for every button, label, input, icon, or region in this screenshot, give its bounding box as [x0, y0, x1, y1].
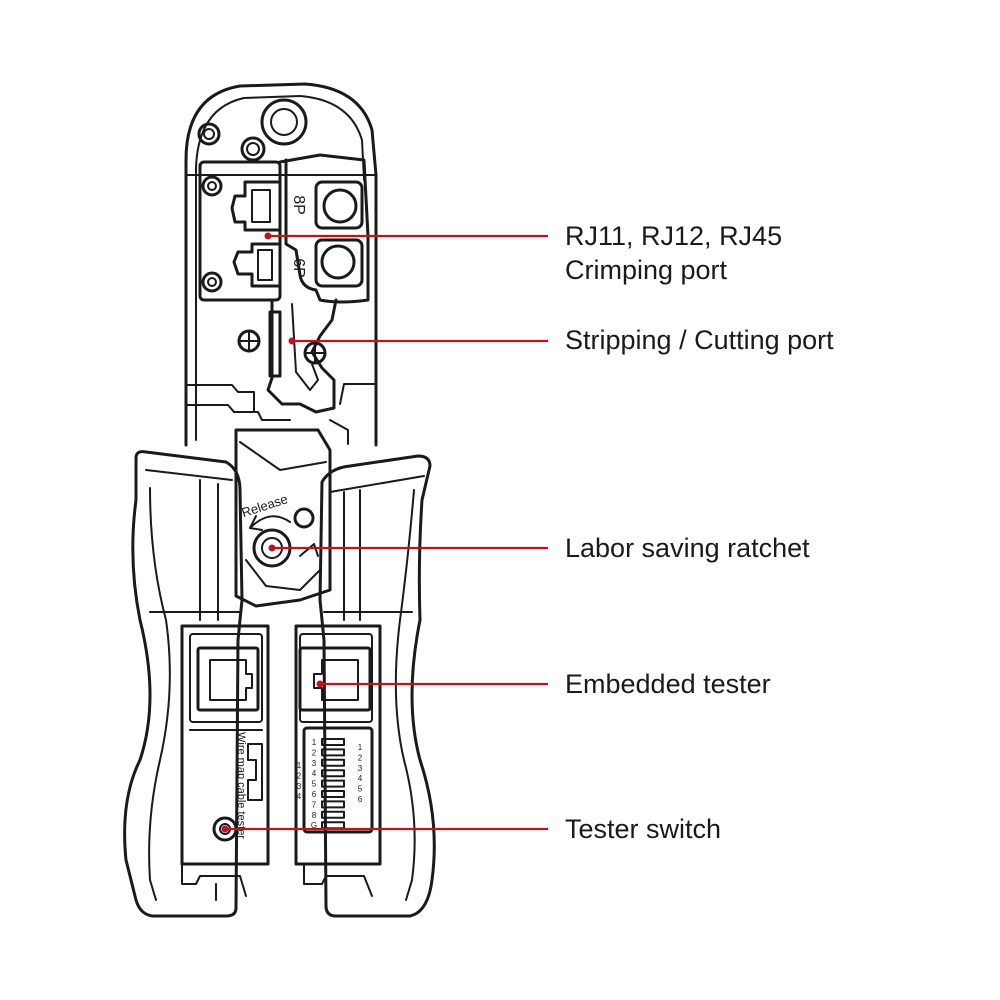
left-tester-module [180, 624, 270, 901]
stripping-cutting-port [185, 298, 377, 445]
tester-side-label: Wire map cable tester [235, 732, 247, 839]
rj11-die-slot [232, 242, 282, 288]
crimp-die-plate [198, 160, 282, 302]
led-number-label: 5 [312, 780, 317, 789]
led-indicator [321, 758, 345, 767]
callout-crimping-port-line-2: Crimping port [565, 255, 728, 285]
ratchet-plate [234, 428, 332, 608]
led-indicator [321, 748, 345, 757]
led-indicator [321, 738, 345, 746]
callout-tester-switch: Tester switch [565, 814, 722, 844]
led-indicator [321, 769, 345, 778]
right-pair-number: 3 [358, 764, 363, 773]
die-label-6p: 6P [290, 258, 307, 278]
right-pair-number: 6 [358, 795, 363, 804]
left-pair-number: 4 [297, 792, 302, 801]
left-pair-number: 3 [297, 782, 302, 791]
callout-crimping-port-line-1: RJ11, RJ12, RJ45 [565, 221, 783, 251]
right-pair-number: 2 [358, 753, 363, 762]
right-pair-number: 1 [358, 743, 363, 752]
leader-lines [221, 232, 548, 833]
led-indicator [321, 779, 345, 788]
right-pair-number: 4 [358, 774, 363, 783]
led-panel [302, 726, 374, 834]
left-handle [123, 450, 244, 918]
led-number-label: 1 [312, 738, 317, 747]
led-number-label: 4 [312, 769, 317, 778]
led-indicator [321, 800, 345, 809]
right-rj45-jack [298, 646, 372, 712]
rj45-die-slot [230, 180, 282, 232]
right-handle [318, 454, 436, 918]
die-label-8p: 8P [290, 195, 307, 215]
led-number-label: 6 [312, 790, 317, 799]
led-number-label: 8 [312, 811, 317, 820]
left-pair-number: 2 [297, 771, 302, 780]
release-label: Release [240, 491, 290, 520]
left-rj45-jack [196, 646, 260, 712]
left-pair-number: 1 [297, 761, 302, 770]
led-indicator [321, 790, 345, 798]
led-indicator [321, 810, 345, 819]
led-number-label: G [311, 821, 317, 830]
callout-tester: Embedded tester [565, 669, 771, 699]
led-number-label: 3 [312, 759, 317, 768]
callout-ratchet: Labor saving ratchet [565, 533, 810, 563]
release-arrow-icon [249, 515, 291, 529]
led-number-label: 2 [312, 748, 317, 757]
callout-stripping-port: Stripping / Cutting port [565, 325, 834, 355]
jaw-blade [278, 153, 370, 304]
led-number-label: 7 [312, 800, 317, 809]
callout-crimping-port: RJ11, RJ12, RJ45 Crimping port [565, 219, 782, 287]
right-pair-number: 5 [358, 785, 363, 794]
